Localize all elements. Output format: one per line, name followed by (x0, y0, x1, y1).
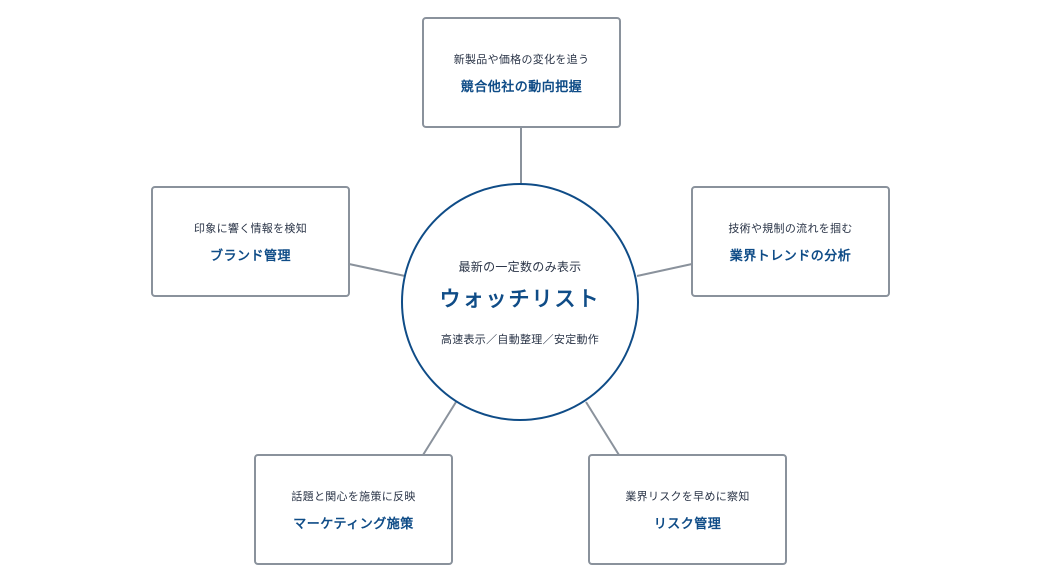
hub-subtitle: 最新の一定数のみ表示 (458, 259, 582, 274)
node-trend: 技術や規制の流れを掴む 業界トレンドの分析 (691, 186, 890, 297)
node-title: マーケティング施策 (293, 516, 414, 532)
center-hub: 最新の一定数のみ表示 ウォッチリスト 高速表示／自動整理／安定動作 (401, 183, 639, 421)
node-brand: 印象に響く情報を検知 ブランド管理 (151, 186, 350, 297)
node-risk: 業界リスクを早めに察知 リスク管理 (588, 454, 787, 565)
node-subtitle: 技術や規制の流れを掴む (728, 221, 853, 235)
node-subtitle: 業界リスクを早めに察知 (625, 489, 750, 503)
node-subtitle: 印象に響く情報を検知 (194, 221, 307, 235)
node-subtitle: 新製品や価格の変化を追う (453, 52, 590, 66)
node-marketing: 話題と関心を施策に反映 マーケティング施策 (254, 454, 453, 565)
node-subtitle: 話題と関心を施策に反映 (291, 489, 416, 503)
connector-right (636, 263, 693, 277)
hub-title: ウォッチリスト (439, 286, 601, 311)
node-competitor: 新製品や価格の変化を追う 競合他社の動向把握 (422, 17, 621, 128)
node-title: ブランド管理 (209, 248, 291, 264)
node-title: 業界トレンドの分析 (729, 248, 852, 264)
connector-left (348, 263, 406, 277)
connector-bottom-right (585, 401, 620, 456)
connector-bottom-left (422, 401, 457, 456)
node-title: リスク管理 (653, 516, 722, 532)
node-title: 競合他社の動向把握 (460, 79, 583, 95)
hub-footer: 高速表示／自動整理／安定動作 (440, 332, 600, 346)
